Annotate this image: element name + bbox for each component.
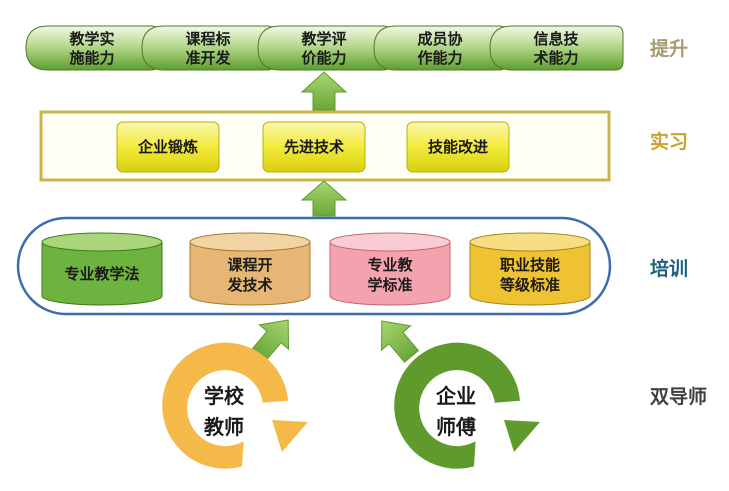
training-label-line1: 职业技能 — [500, 256, 560, 274]
training-label-line1: 专业教学法 — [64, 265, 139, 283]
practice-label: 技能改进 — [428, 138, 488, 156]
training-frame: 专业教学法 课程开 发技术 专业教 学标准 职业技能 等级标准 — [16, 216, 612, 316]
ability-label-line1: 信息技 — [533, 30, 579, 48]
training-cylinder-teaching-method: 专业教学法 — [41, 232, 163, 306]
diagonal-arrow-icon — [380, 320, 420, 363]
training-label-line2: 等级标准 — [500, 276, 560, 294]
ability-label-line1: 教学评 — [300, 30, 346, 48]
practice-frame: 企业锻炼 先进技术 技能改进 — [39, 110, 611, 182]
mentor-label-line1: 学校 — [204, 384, 245, 408]
mentor-label-line2: 教师 — [204, 415, 244, 439]
cycle-arrowhead-icon — [504, 420, 540, 452]
mentor-label-line2: 师傅 — [436, 415, 476, 439]
ability-label-line1: 课程标 — [185, 30, 230, 48]
practice-box-advanced-technology: 先进技术 — [262, 121, 366, 173]
ability-pill-information-technology: 信息技 术能力 — [489, 25, 624, 71]
cycle-arrowhead-icon — [272, 420, 308, 452]
level-label-training: 培训 — [650, 257, 688, 280]
practice-label: 企业锻炼 — [137, 138, 198, 156]
mentor-label-line1: 企业 — [435, 384, 476, 408]
level-label-upgrade: 提升 — [650, 37, 688, 60]
practice-label: 先进技术 — [284, 138, 344, 156]
ability-label-line2: 作能力 — [417, 49, 462, 67]
level-label-dual-mentors: 双导师 — [650, 386, 707, 408]
training-label-line1: 课程开 — [227, 256, 272, 274]
diagonal-arrow-icon — [250, 319, 290, 362]
training-label-line1: 专业教 — [367, 256, 413, 274]
training-cylinder-curriculum-development: 课程开 发技术 — [189, 232, 311, 306]
ability-label-line2: 价能力 — [301, 49, 346, 67]
ability-label-line2: 术能力 — [533, 49, 578, 67]
ability-pill-curriculum-standard: 课程标 准开发 — [141, 25, 276, 71]
ability-pill-collaboration: 成员协 作能力 — [373, 25, 508, 71]
training-cylinder-teaching-standard: 专业教 学标准 — [329, 232, 451, 306]
training-cylinder-skill-standard: 职业技能 等级标准 — [469, 232, 591, 306]
mentor-enterprise-master: 企业 师傅 — [394, 342, 540, 469]
ability-pill-teaching-implementation: 教学实 施能力 — [25, 25, 160, 71]
abilities-row: 教学实 施能力 课程标 准开发 教学评 价能力 成员协 作能力 信息技 术能力 — [25, 25, 624, 71]
ability-label-line1: 成员协 — [417, 30, 462, 48]
practice-box-enterprise-training: 企业锻炼 — [116, 121, 220, 173]
ability-pill-teaching-evaluation: 教学评 价能力 — [257, 25, 392, 71]
cycle-arrow-icon — [162, 342, 288, 469]
mentor-school-teacher: 学校 教师 — [162, 342, 308, 469]
ability-label-line2: 准开发 — [185, 49, 231, 67]
up-arrow-icon — [300, 180, 348, 217]
up-arrow-icon — [300, 71, 348, 111]
ability-label-line2: 施能力 — [69, 49, 114, 67]
practice-box-skill-improvement: 技能改进 — [406, 121, 510, 173]
cycle-arrow-icon — [394, 342, 520, 469]
ability-label-line1: 教学实 — [68, 30, 114, 48]
level-label-practice: 实习 — [650, 130, 688, 153]
training-label-line2: 发技术 — [226, 276, 272, 294]
training-label-line2: 学标准 — [367, 276, 412, 294]
